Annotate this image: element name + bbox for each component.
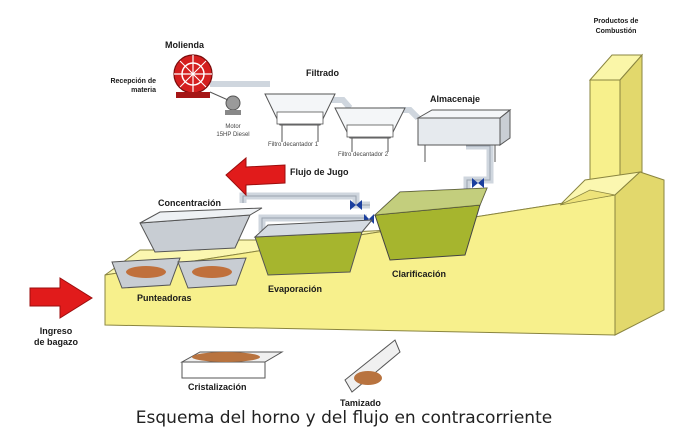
- label-ingreso-line1: Ingreso: [39, 326, 73, 336]
- clarificacion-pan: [373, 187, 488, 261]
- label-productos-line1: Productos de: [593, 18, 639, 25]
- filtro-decantador-2: [334, 107, 406, 152]
- concentracion-pan: [139, 207, 263, 253]
- label-cristalizacion: Cristalización: [188, 382, 247, 392]
- label-tamizado: Tamizado: [340, 398, 381, 408]
- label-almacenaje: Almacenaje: [430, 94, 481, 104]
- label-flujo-jugo: Flujo de Jugo: [290, 167, 349, 177]
- label-filtro2: Filtro decantador 2: [338, 152, 389, 158]
- ingreso-bagazo-arrow: [29, 277, 93, 319]
- label-filtrado: Filtrado: [306, 68, 339, 78]
- label-concentracion: Concentración: [158, 198, 222, 208]
- flujo-jugo-arrow: [225, 156, 286, 197]
- diagram-caption: Esquema del horno y del flujo en contrac…: [135, 408, 553, 428]
- label-productos-line2: Combustión: [595, 28, 637, 35]
- almacenaje-tank: [416, 108, 512, 162]
- motor-icon: [209, 91, 241, 115]
- arrows: [29, 156, 286, 319]
- label-recepcion-line1: Recepción de: [110, 78, 156, 85]
- label-filtro1: Filtro decantador 1: [268, 142, 319, 148]
- punteadoras-pans: [111, 257, 247, 289]
- label-motor-line2: 15HP Diesel: [216, 132, 250, 138]
- label-clarificacion: Clarificación: [392, 269, 447, 279]
- label-ingreso-line2: de bagazo: [33, 337, 78, 347]
- label-punteadoras: Punteadoras: [137, 293, 192, 303]
- evaporacion-pan: [253, 219, 374, 276]
- label-evaporacion: Evaporación: [268, 284, 323, 294]
- cristalizacion-tray: [180, 351, 284, 379]
- label-motor-line1: Motor: [225, 124, 241, 130]
- tamizado-sieve: [344, 339, 401, 393]
- furnace-body: [104, 171, 665, 336]
- label-recepcion-line2: materia: [131, 87, 156, 94]
- filtro-decantador-1: [264, 93, 336, 142]
- mill-icon: [173, 54, 213, 98]
- label-molienda: Molienda: [165, 40, 205, 50]
